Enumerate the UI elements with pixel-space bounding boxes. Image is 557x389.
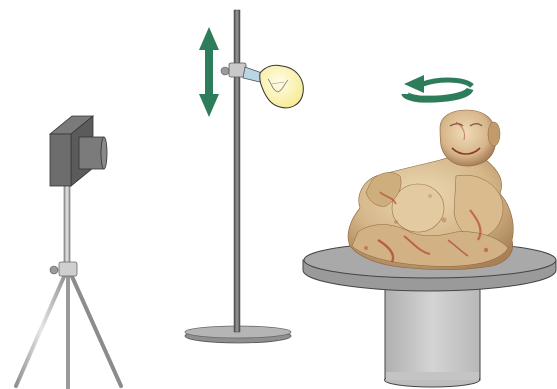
tripod-leg-right [70,272,121,386]
tripod-clamp [59,262,77,276]
tripod-leg-left [16,272,66,386]
camera-icon [50,116,107,186]
light-stand-pole [234,10,240,332]
camera-tripod [16,116,121,388]
tripod-knob [50,266,58,274]
tripod-column [64,182,70,266]
light-stand-knob [221,67,229,75]
statue-icon [348,110,513,270]
light-bulb-icon [260,65,304,108]
light-stand [185,10,303,343]
double-arrow-vertical-icon [199,27,219,117]
rotate-arrow-icon [404,75,472,99]
bulb-socket [243,67,262,82]
